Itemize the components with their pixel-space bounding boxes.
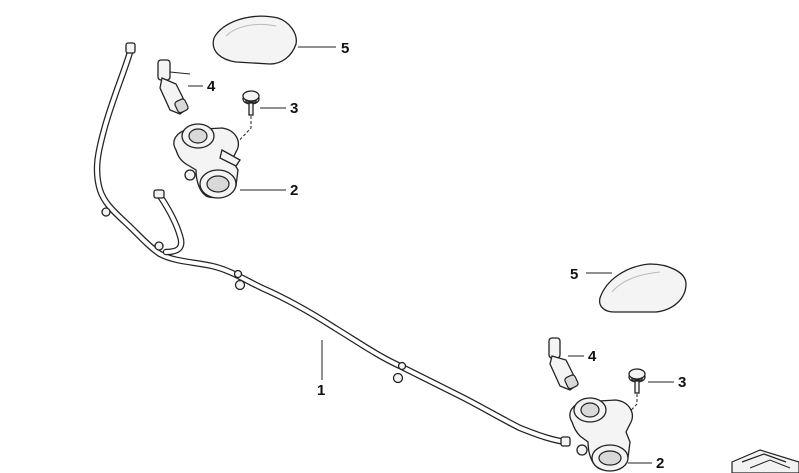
bolt-upper — [231, 90, 260, 149]
leader-lines — [188, 46, 674, 464]
callout-jet-upper: 4 — [207, 78, 216, 95]
callout-hose: 1 — [317, 382, 325, 399]
bolt-lower — [619, 368, 646, 423]
cover-cap-lower — [598, 263, 687, 313]
catalog-corner-logo — [731, 449, 799, 473]
callout-cap-upper: 5 — [341, 40, 349, 57]
spray-jet-upper — [157, 59, 191, 115]
callout-cap-lower: 5 — [570, 266, 578, 283]
nozzle-housing-lower — [569, 397, 633, 472]
washer-hose — [93, 42, 571, 447]
callout-nozzle-upper: 2 — [290, 182, 298, 199]
callout-bolt-lower: 3 — [678, 374, 686, 391]
callout-nozzle-lower: 2 — [656, 455, 664, 472]
nozzle-housing-upper — [173, 123, 241, 199]
cover-cap-upper — [212, 15, 297, 65]
callout-bolt-upper: 3 — [290, 100, 298, 117]
callout-jet-lower: 4 — [588, 348, 597, 365]
spray-jet-lower — [548, 337, 579, 391]
